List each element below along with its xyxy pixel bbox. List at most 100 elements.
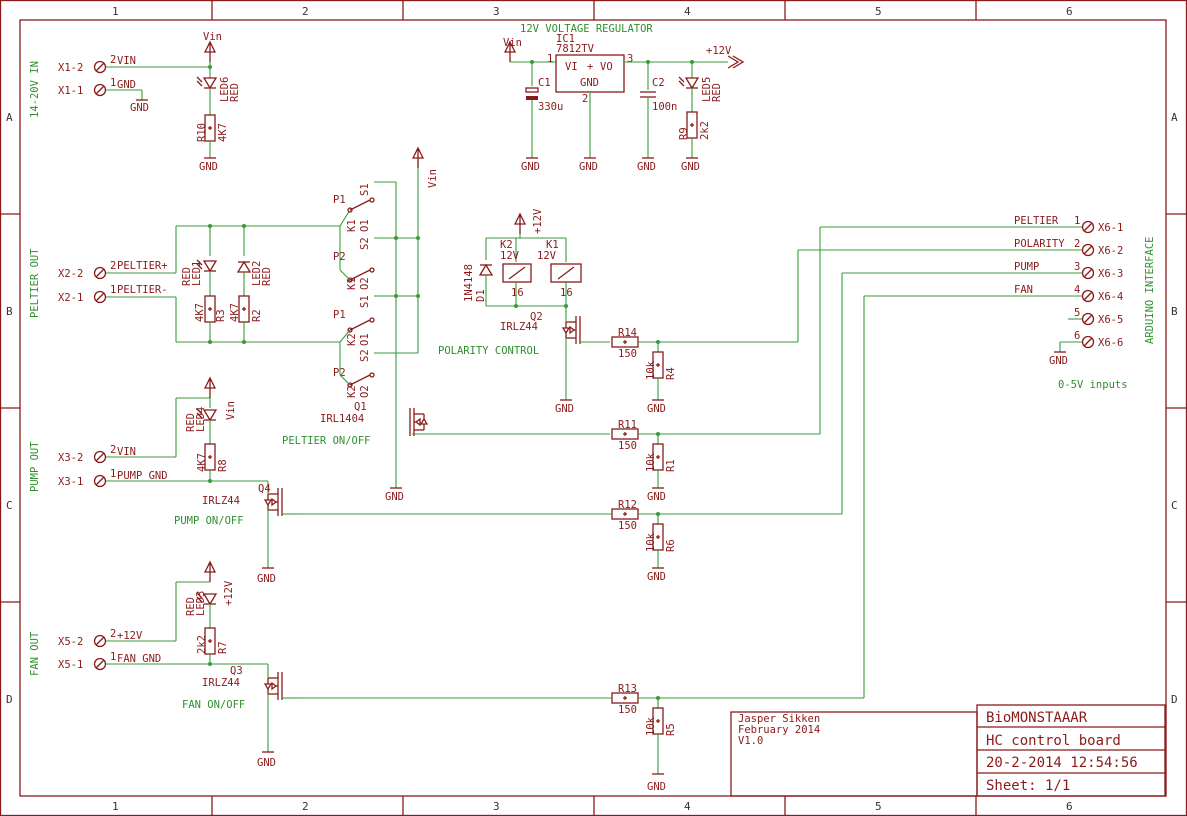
title-block: BioMONSTAAAR HC control board 20-2-2014 … bbox=[976, 704, 1166, 797]
x3-1-label: X3-1 bbox=[58, 476, 83, 488]
r3-value: 4K7 bbox=[194, 303, 206, 322]
r7-value: 2k2 bbox=[196, 635, 208, 654]
r2-name: R2 bbox=[251, 309, 263, 322]
pad-x2-1 bbox=[93, 290, 107, 304]
k1-coil-value: 12V bbox=[537, 250, 557, 262]
q1-icon bbox=[409, 407, 428, 437]
row-label-d: D bbox=[6, 693, 13, 706]
row-label-b: B bbox=[6, 305, 13, 318]
x1-net-gnd: GND bbox=[117, 79, 136, 91]
author-block: Jasper Sikken February 2014 V1.0 bbox=[730, 711, 978, 797]
d1-icon bbox=[478, 263, 494, 276]
r5-value: 10k bbox=[645, 716, 657, 736]
coil-supply-label: +12V bbox=[532, 208, 544, 234]
svg-text:1: 1 bbox=[110, 651, 116, 663]
x1-2-label: X1-2 bbox=[58, 62, 83, 74]
c1-value: 330u bbox=[538, 101, 563, 113]
ic1-gnd-pin: GND bbox=[580, 77, 599, 89]
svg-text:2: 2 bbox=[110, 628, 116, 640]
c1-name: C1 bbox=[538, 77, 551, 89]
c2-value: 100n bbox=[652, 101, 677, 113]
x3-net-pump-gnd: PUMP_GND bbox=[117, 470, 168, 482]
r12-name: R12 bbox=[618, 499, 637, 511]
col-label-6-bottom: 6 bbox=[1066, 800, 1073, 813]
svg-text:2: 2 bbox=[110, 54, 116, 66]
relay-coils: +12V 1N4148 D1 K2 12V 16 K1 12V 16 bbox=[463, 208, 582, 318]
pad-x6-1 bbox=[1081, 220, 1095, 234]
section-title-arduino-interface: ARDUINO INTERFACE bbox=[1144, 237, 1156, 344]
d1-value: 1N4148 bbox=[463, 264, 475, 302]
q1-mosfet: GND Q1 IRL1404 PELTIER ON/OFF bbox=[282, 401, 610, 503]
x6-net-polarity: POLARITY bbox=[1014, 238, 1065, 250]
q3-caption: FAN ON/OFF bbox=[182, 699, 245, 711]
k2-s2: S2 bbox=[359, 349, 371, 362]
pad-x6-2 bbox=[1081, 243, 1095, 257]
ic1-pin3: 3 bbox=[627, 53, 633, 65]
connector-x2: X2-2 X2-1 2 1 PELTIER+ PELTIER- RED LED1… bbox=[58, 224, 340, 344]
vin-supply-label: Vin bbox=[203, 31, 222, 43]
r9-value: 2k2 bbox=[699, 121, 711, 140]
r10-name: R10 bbox=[196, 123, 208, 142]
x6-note: 0-5V inputs bbox=[1058, 379, 1128, 391]
x5-1-label: X5-1 bbox=[58, 659, 83, 671]
section-title-fan-out: FAN OUT bbox=[29, 631, 41, 676]
r12-value: 150 bbox=[618, 520, 637, 532]
r9-name: R9 bbox=[678, 127, 690, 140]
x6-6-label: X6-6 bbox=[1098, 337, 1123, 349]
r1-name: R1 bbox=[665, 459, 677, 472]
k1-name-b: K1 bbox=[346, 277, 358, 290]
r4-gnd: GND bbox=[647, 403, 666, 415]
k1-p2: P2 bbox=[333, 251, 346, 263]
r7-name: R7 bbox=[217, 641, 229, 654]
k2-name-b: K2 bbox=[346, 385, 358, 398]
k2-o1: O1 bbox=[359, 333, 371, 346]
arduino-signal-buses bbox=[298, 226, 1082, 699]
r10-value: 4K7 bbox=[217, 123, 229, 142]
x5-12v-label: +12V bbox=[223, 580, 235, 606]
c1-gnd: GND bbox=[521, 161, 540, 173]
q2-mosfet: GND Q2 IRLZ44 POLARITY CONTROL bbox=[438, 311, 610, 415]
r6-value: 10k bbox=[645, 532, 657, 552]
connector-x6: X6-1 X6-2 X6-3 X6-4 X6-5 X6-6 PELTIER PO… bbox=[1014, 215, 1128, 391]
svg-text:2: 2 bbox=[110, 260, 116, 272]
x6-1-label: X6-1 bbox=[1098, 222, 1123, 234]
r4-value: 10k bbox=[645, 360, 657, 380]
x6-pin-num-5: 5 bbox=[1074, 307, 1080, 319]
q1-gnd: GND bbox=[385, 491, 404, 503]
x1-gnd-symbol-label: GND bbox=[130, 102, 149, 114]
r9-gnd: GND bbox=[681, 161, 700, 173]
q1-name: Q1 bbox=[354, 401, 367, 413]
x6-net-fan: FAN bbox=[1014, 284, 1033, 296]
k1-coil-name: K1 bbox=[546, 239, 559, 251]
svg-text:1: 1 bbox=[110, 284, 116, 296]
c2-gnd: GND bbox=[637, 161, 656, 173]
r14-name: R14 bbox=[618, 327, 637, 339]
k1-p1: P1 bbox=[333, 194, 346, 206]
x6-pin-num-6: 6 bbox=[1074, 330, 1080, 342]
k1-switch-a bbox=[347, 197, 375, 213]
connector-x5: X5-2 X5-1 2 1 +12V FAN_GND +12V RED LED3… bbox=[58, 561, 298, 769]
k1-name-a: K1 bbox=[346, 219, 358, 232]
r4-name: R4 bbox=[665, 367, 677, 380]
regulator-out-label: +12V bbox=[706, 45, 732, 57]
r10-gnd: GND bbox=[199, 161, 218, 173]
pad-x1-2 bbox=[93, 60, 107, 74]
connector-x3: X3-2 X3-1 2 1 VIN PUMP_GND Vin RED LED4 … bbox=[58, 377, 298, 585]
x6-pin-num-1: 1 bbox=[1074, 215, 1080, 227]
pad-x2-2 bbox=[93, 266, 107, 280]
k2-switch-b bbox=[347, 372, 375, 388]
q2-name: Q2 bbox=[530, 311, 543, 323]
r11-name: R11 bbox=[618, 419, 637, 431]
x6-net-peltier: PELTIER bbox=[1014, 215, 1059, 227]
col-label-3: 3 bbox=[493, 5, 500, 18]
q4-caption: PUMP ON/OFF bbox=[174, 515, 244, 527]
pad-x5-2 bbox=[93, 634, 107, 648]
led4-name: LED4 bbox=[195, 407, 207, 432]
pad-x3-1 bbox=[93, 474, 107, 488]
r6-name: R6 bbox=[665, 539, 677, 552]
x2-net-plus: PELTIER+ bbox=[117, 260, 168, 272]
ic1-name: IC1 bbox=[556, 33, 575, 45]
ic1-plus: + bbox=[587, 61, 593, 73]
x3-net-vin: VIN bbox=[117, 446, 136, 458]
row-label-b-right: B bbox=[1171, 305, 1178, 318]
